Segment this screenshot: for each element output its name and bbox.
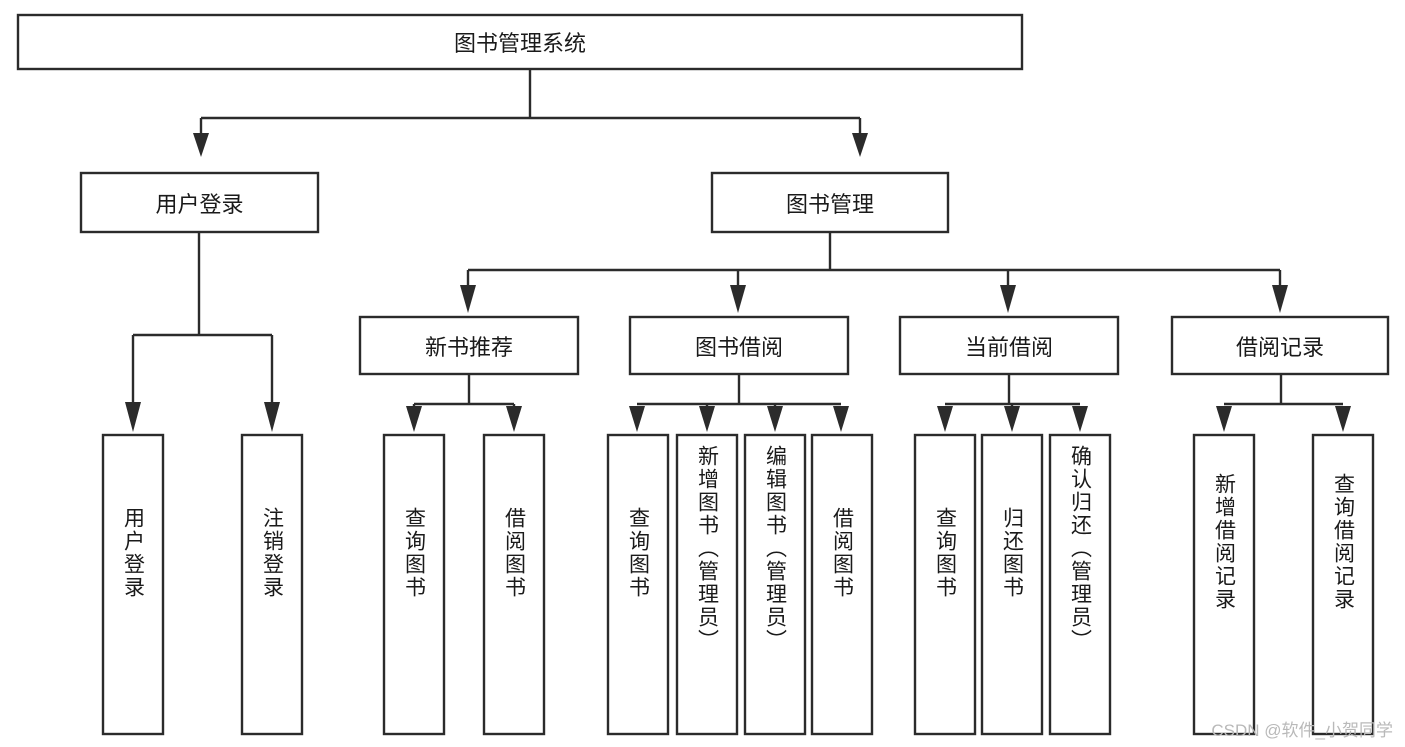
arrowhead-user-login bbox=[193, 133, 209, 157]
arrowhead-leaf-confirm-return bbox=[1072, 406, 1088, 432]
node-user-login-box[interactable] bbox=[79, 171, 320, 234]
arrowhead-borrow-record bbox=[1272, 285, 1288, 313]
arrowhead-leaf-query-book-1 bbox=[406, 406, 422, 432]
leaf-return-book-box[interactable] bbox=[980, 433, 1044, 736]
arrowhead-leaf-user-logout bbox=[264, 402, 280, 432]
leaf-edit-book-box[interactable] bbox=[743, 433, 807, 736]
leaf-borrow-book-2-box[interactable] bbox=[810, 433, 874, 736]
leaf-query-book-1-box[interactable] bbox=[382, 433, 446, 736]
arrowhead-book-management bbox=[852, 133, 868, 157]
arrowhead-leaf-add-record bbox=[1216, 406, 1232, 432]
node-borrow-record-box[interactable] bbox=[1170, 315, 1390, 376]
arrowhead-leaf-edit-book bbox=[767, 406, 783, 432]
arrowhead-newbook-recommend bbox=[460, 285, 476, 313]
leaf-add-book-box[interactable] bbox=[675, 433, 739, 736]
leaf-query-record-box[interactable] bbox=[1311, 433, 1375, 736]
arrowhead-leaf-add-book bbox=[699, 406, 715, 432]
arrowhead-leaf-query-book-3 bbox=[937, 406, 953, 432]
leaf-query-book-3-box[interactable] bbox=[913, 433, 977, 736]
node-book-management-box[interactable] bbox=[710, 171, 950, 234]
leaf-confirm-return-box[interactable] bbox=[1048, 433, 1112, 736]
arrowhead-current-borrow bbox=[1000, 285, 1016, 313]
node-current-borrow-box[interactable] bbox=[898, 315, 1120, 376]
node-root-box[interactable] bbox=[16, 13, 1024, 71]
node-book-borrow-box[interactable] bbox=[628, 315, 850, 376]
arrowhead-leaf-borrow-book-1 bbox=[506, 406, 522, 432]
node-new-book-recommend-box[interactable] bbox=[358, 315, 580, 376]
arrowhead-leaf-query-book-2 bbox=[629, 406, 645, 432]
leaf-user-login-box[interactable] bbox=[101, 433, 165, 736]
arrowhead-leaf-user-login bbox=[125, 402, 141, 432]
arrowhead-leaf-return-book bbox=[1004, 406, 1020, 432]
leaf-query-book-2-box[interactable] bbox=[606, 433, 670, 736]
leaf-user-logout-box[interactable] bbox=[240, 433, 304, 736]
arrowhead-book-borrow bbox=[730, 285, 746, 313]
arrowhead-leaf-borrow-book-2 bbox=[833, 406, 849, 432]
leaf-borrow-book-1-box[interactable] bbox=[482, 433, 546, 736]
leaf-add-record-box[interactable] bbox=[1192, 433, 1256, 736]
arrowhead-leaf-query-record bbox=[1335, 406, 1351, 432]
